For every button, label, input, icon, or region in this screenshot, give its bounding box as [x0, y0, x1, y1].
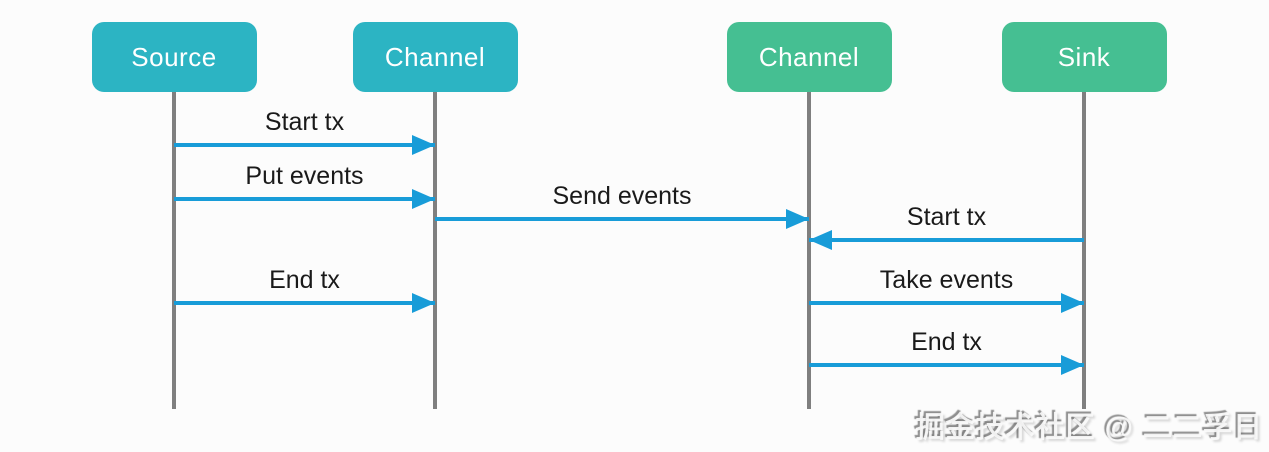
message-arrowhead-icon: [412, 293, 435, 313]
lifeline-source: [172, 92, 176, 409]
actor-label-source: Source: [131, 41, 217, 72]
message-arrowhead-icon: [1061, 355, 1084, 375]
message-line: [174, 301, 435, 305]
actor-box-source: Source: [91, 22, 257, 92]
message-label: End tx: [911, 328, 982, 356]
message-line: [809, 301, 1084, 305]
message-arrowhead-icon: [786, 209, 809, 229]
lifeline-channel-2: [807, 92, 811, 409]
actor-box-channel-2: Channel: [726, 22, 892, 92]
actor-box-channel-1: Channel: [352, 22, 518, 92]
watermark: 掘金技术社区 @ 二二孚日: [915, 412, 1263, 444]
message-line: [809, 363, 1084, 367]
message-label: End tx: [269, 266, 340, 294]
lifeline-sink: [1082, 92, 1086, 409]
message-arrowhead-icon: [1061, 293, 1084, 313]
message-label: Send events: [552, 182, 692, 210]
message-label: Start tx: [906, 203, 987, 231]
actor-label-sink: Sink: [1057, 41, 1111, 72]
message-label: Start tx: [264, 108, 345, 136]
message-arrowhead-icon: [412, 135, 435, 155]
message-arrowhead-icon: [809, 230, 832, 250]
message-arrowhead-icon: [412, 189, 435, 209]
message-label: Put events: [245, 162, 364, 190]
message-line: [435, 217, 809, 221]
actor-box-sink: Sink: [1001, 22, 1167, 92]
message-label: Take events: [879, 266, 1014, 294]
lifeline-channel-1: [433, 92, 437, 409]
message-line: [174, 197, 435, 201]
actor-label-channel-2: Channel: [758, 41, 860, 72]
message-line: [809, 238, 1084, 242]
actor-label-channel-1: Channel: [384, 41, 486, 72]
message-line: [174, 143, 435, 147]
